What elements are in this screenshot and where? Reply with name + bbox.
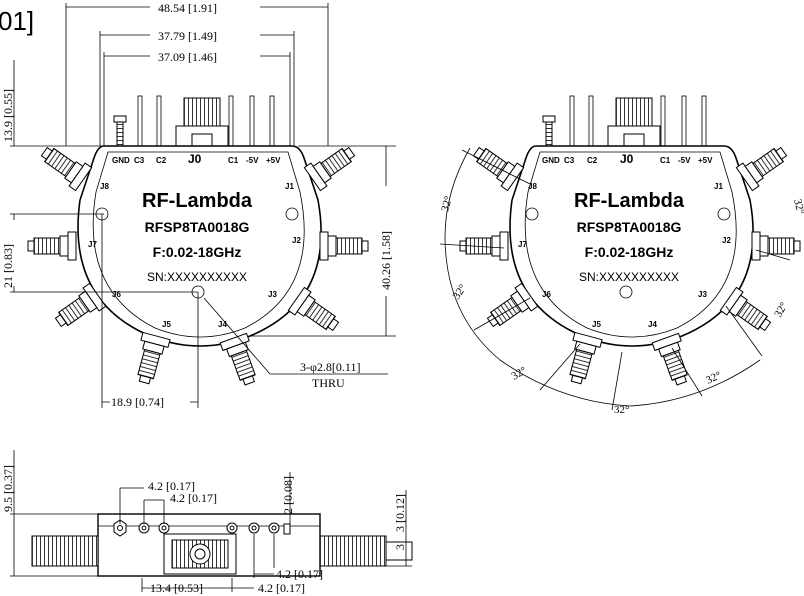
pin-label-c1-2: C1 (660, 156, 671, 165)
port-label-J7-2: J7 (518, 240, 527, 249)
dim-pin-pitch-a: 4.2 [0.17] (148, 479, 195, 493)
dim-pin-span-inner: 37.09 [1.46] (158, 50, 217, 64)
frequency-range: F:0.02-18GHz (153, 244, 242, 260)
connector-J7 (27, 231, 77, 261)
pin-label-j0-2: J0 (620, 152, 634, 166)
model-number: RFSP8TA0018G (145, 219, 250, 235)
pin-label-c2-2: C2 (587, 156, 598, 165)
dim-pin-pitch-d: 4.2 [0.17] (258, 581, 305, 595)
angle-view: GND C3 C2 J0 C1 -5V +5V J1 J2 J3 J4 J5 J… (439, 95, 804, 416)
serial-number-2: SN:XXXXXXXXXX (579, 270, 679, 284)
pin-label-c3: C3 (134, 156, 145, 165)
connector-J2 (319, 231, 369, 261)
model-number-2: RFSP8TA0018G (577, 219, 682, 235)
port-label-J4: J4 (218, 320, 227, 329)
dim-hole-spacing: 18.9 [0.74] (111, 395, 164, 409)
dim-body-height: 40.26 [1.58] (379, 231, 393, 290)
port-label-J1-2: J1 (714, 182, 723, 191)
dim-base-offset: 3 [0.12] (393, 494, 407, 532)
serial-number: SN:XXXXXXXXXX (147, 270, 247, 284)
pin-label-m5v: -5V (246, 156, 259, 165)
pin-label-c1: C1 (228, 156, 239, 165)
port-label-J2-2: J2 (722, 236, 731, 245)
dim-pin-span-outer: 37.79 [1.49] (158, 29, 217, 43)
port-label-J8: J8 (100, 182, 109, 191)
frequency-range-2: F:0.02-18GHz (585, 244, 674, 260)
dim-center-span: 13.4 [0.53] (150, 581, 203, 595)
brand-name: RF-Lambda (142, 190, 253, 212)
pin-label-j0: J0 (188, 152, 202, 166)
angle-label-4: 32° (614, 404, 629, 416)
port-label-J6-2: J6 (542, 290, 551, 299)
port-label-J8-2: J8 (528, 182, 537, 191)
pin-label-p5v-2: +5V (698, 156, 713, 165)
pin-label-c2: C2 (156, 156, 167, 165)
hole-note: THRU (312, 376, 345, 390)
angle-label-5: 32° (704, 369, 723, 386)
angle-label-7: 32° (791, 198, 804, 216)
connector-J5 (130, 331, 171, 387)
dim-side-height: 9.5 [0.37] (1, 465, 15, 512)
mounting-hole (285, 207, 299, 221)
dim-pin-pitch-c: 4.2 [0.17] (276, 567, 323, 581)
port-label-J3: J3 (268, 290, 277, 299)
dim-hole-offset: 21 [0.83] (1, 244, 15, 288)
pin-label-c3-2: C3 (564, 156, 575, 165)
port-label-J7: J7 (88, 240, 97, 249)
top-pins (113, 95, 275, 147)
dim-pin-height: 2 [0.08] (281, 476, 295, 514)
view-label: 01] (0, 6, 34, 36)
port-label-J4-2: J4 (648, 320, 657, 329)
pin-label-p5v: +5V (266, 156, 281, 165)
front-view: GND C3 C2 J0 C1 -5V +5V J1 J2 J3 J4 J5 J… (0, 0, 396, 409)
port-label-J5: J5 (162, 320, 171, 329)
side-view: 9.5 [0.37] 4.2 [0.17] 4.2 [0.17] 2 [0.08… (1, 450, 413, 595)
brand-name-2: RF-Lambda (574, 190, 685, 212)
dim-base-offset-mark: 3 (393, 544, 407, 550)
dim-top-offset: 13.9 [0.55] (1, 89, 15, 142)
port-label-J2: J2 (292, 236, 301, 245)
port-label-J1: J1 (285, 182, 294, 191)
dim-pin-pitch-b: 4.2 [0.17] (170, 491, 217, 505)
angle-label-6: 32° (772, 300, 790, 319)
angle-label-2: 32° (451, 282, 470, 302)
pin-label-m5v-2: -5V (678, 156, 691, 165)
port-label-J6: J6 (112, 290, 121, 299)
port-label-J5-2: J5 (592, 320, 601, 329)
pin-label-gnd: GND (112, 156, 130, 165)
dim-overall-width: 48.54 [1.91] (158, 1, 217, 15)
angle-label-1: 32° (439, 195, 455, 213)
port-label-J3-2: J3 (698, 290, 707, 299)
hole-callout: 3-φ2.8[0.11] (300, 360, 360, 374)
pin-label-gnd-2: GND (542, 156, 560, 165)
connector-J8 (35, 139, 93, 192)
angle-label-3: 32° (510, 365, 529, 383)
